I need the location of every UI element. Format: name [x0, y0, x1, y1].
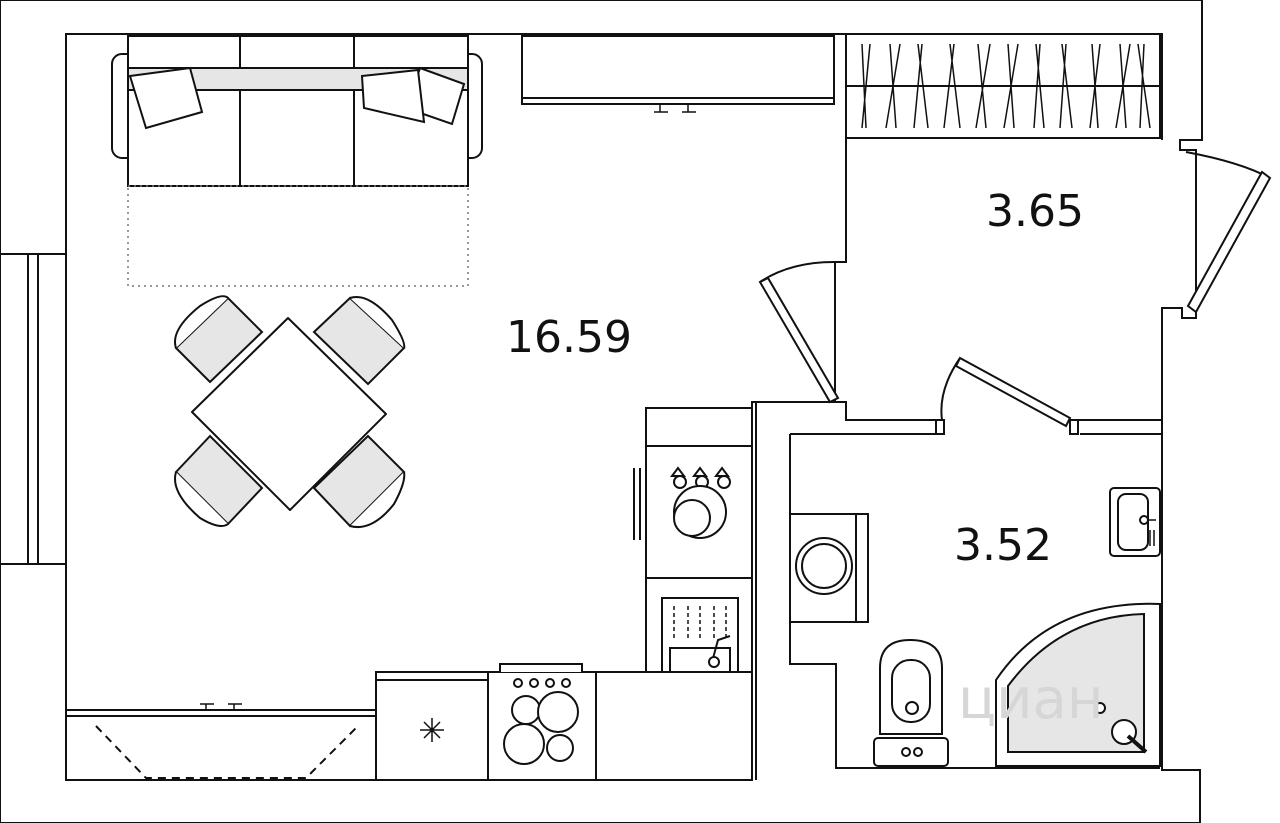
kitchen — [375, 407, 753, 781]
room-area-main: 16.59 — [506, 312, 632, 363]
toilet — [873, 638, 949, 767]
left-window — [0, 253, 67, 565]
wash-basin — [1109, 487, 1161, 557]
sofa — [111, 35, 483, 187]
room-area-hallway: 3.65 — [986, 186, 1084, 237]
stove — [499, 663, 583, 765]
doors — [758, 151, 1272, 435]
low-cabinet — [65, 703, 377, 781]
snowflake-icon — [420, 718, 444, 742]
tv-unit — [521, 35, 835, 113]
bathroom-fixtures — [789, 487, 1161, 767]
rug — [127, 185, 469, 287]
watermark: циан — [958, 667, 1103, 732]
wardrobe — [845, 33, 1161, 139]
watermark-logo: циан — [958, 667, 1103, 732]
shower — [995, 602, 1161, 767]
washing-machine — [789, 513, 869, 623]
dining-table — [174, 295, 406, 528]
cooktop-knobs — [670, 466, 731, 539]
room-area-bathroom: 3.52 — [954, 520, 1052, 571]
